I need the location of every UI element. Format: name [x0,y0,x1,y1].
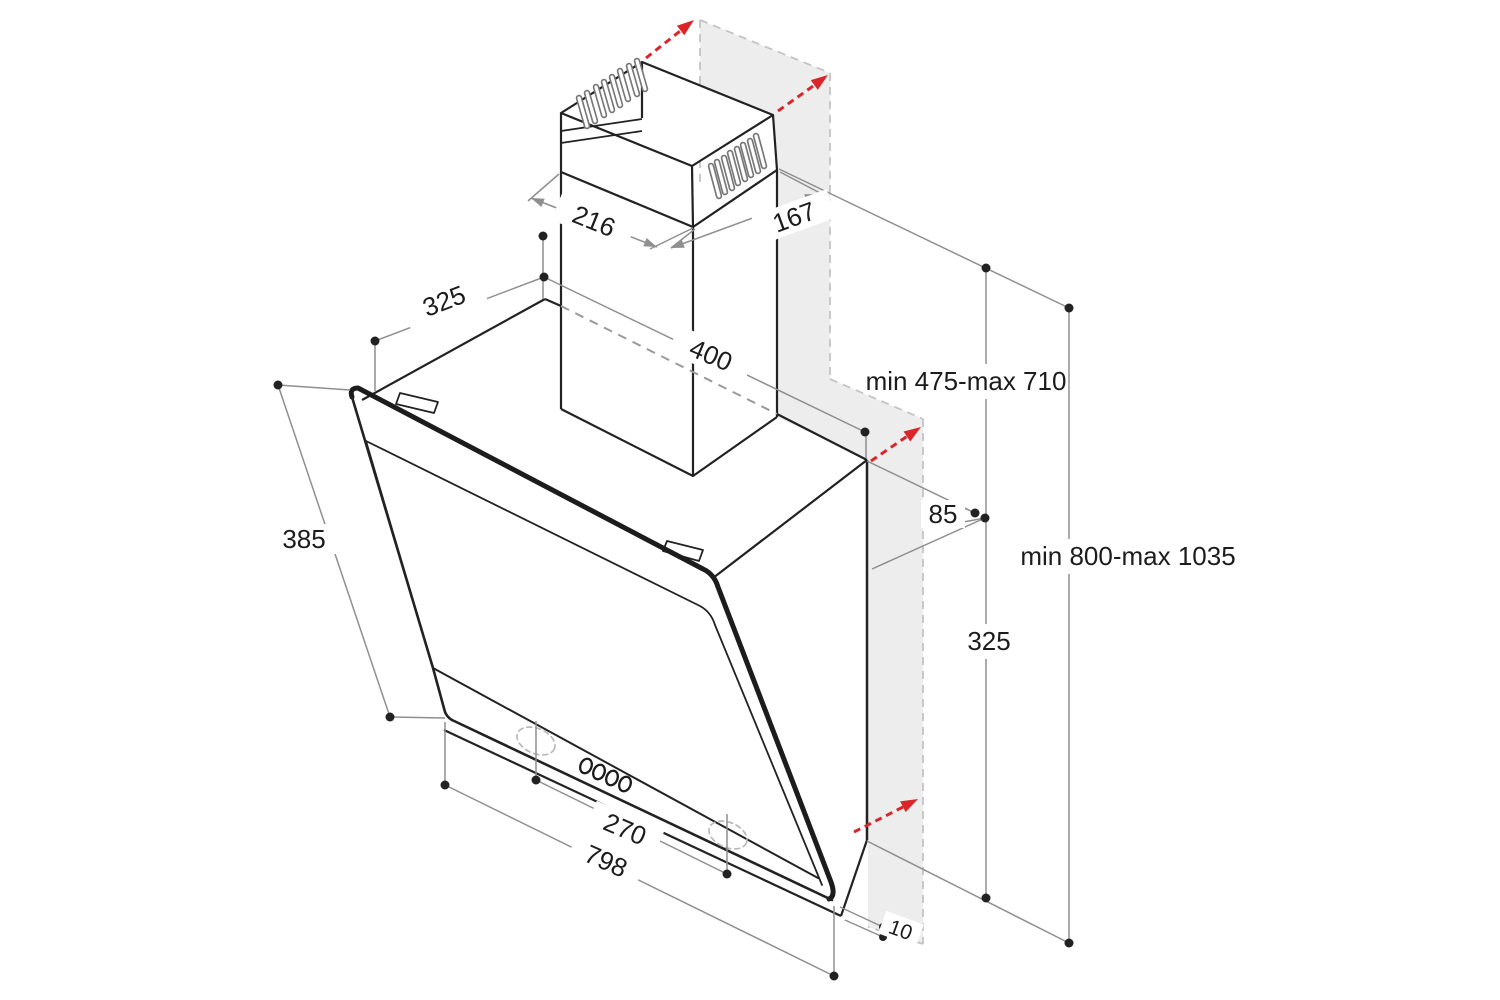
extension-arrow-shaft [645,26,685,60]
dim-front-panel-height-label: 385 [282,524,325,554]
dim-rear-height-label: 325 [967,626,1010,656]
dim-798-line [444,784,835,977]
extension-arrow-icon [810,75,828,90]
extension-arrow-icon [903,427,921,442]
chimney-edge [771,114,779,171]
dim-extension-range-label: min 475-max 710 [866,366,1067,396]
dimension-linework [277,168,1070,977]
extension-zone-edge [699,19,831,74]
bottom-rear-edge [839,839,869,917]
glass-bottom-edge [450,718,834,902]
chimney-bottom-rim [560,408,778,478]
control-band-line [432,667,819,879]
mounting-tab [395,392,439,414]
extension-arrow-icon [900,799,918,813]
extension-arrow-shaft [777,82,817,113]
extension-arrows [645,20,921,834]
glass-inner-left [365,440,434,669]
fixing-hole [516,726,556,756]
chimney-inner-ledge [560,130,643,144]
vent-slots-left [575,57,649,130]
fixing-hole [708,820,748,850]
dimension-labels: 216 167 325 400 385 min 475-max 710 85 [266,189,1236,948]
glass-left-edge [350,395,454,722]
rear-top-edge-hidden [560,305,778,415]
chimney [559,57,779,478]
extension-arrow-icon [676,20,694,36]
chimney-edge [690,165,695,228]
control-buttons [579,757,632,793]
glass-thick-edge [348,385,836,902]
dim-rear-offset-label: 85 [929,499,958,529]
dim-total-height-range-label: min 800-max 1035 [1020,541,1235,571]
top-surface-right-edge [712,459,868,579]
hood-bottom-reference [866,840,1070,944]
top-surface-left-edge [361,298,546,401]
vent-slots-right [707,132,768,200]
extension-arrow-shaft [870,433,910,463]
chimney-inner-ledge [560,118,643,132]
extension-arrow-shaft [853,804,906,834]
extension-zone-edge [829,378,924,420]
glass-inner-line [365,440,823,886]
rear-top-edge [776,413,868,461]
rear-top-edge [544,297,562,308]
glass-panel [348,385,836,902]
